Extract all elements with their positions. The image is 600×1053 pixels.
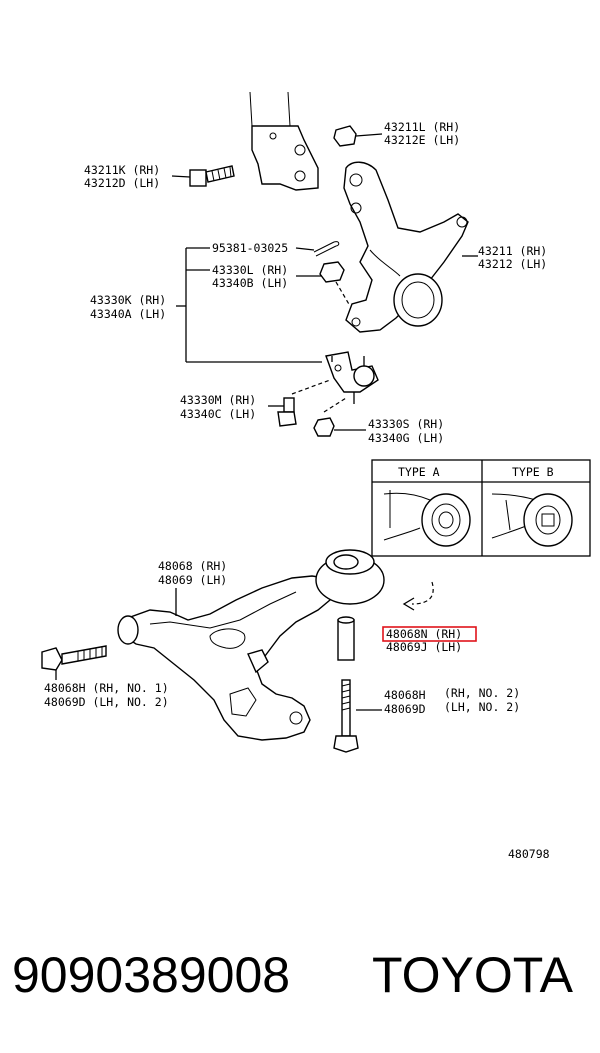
label-48068: 48068 (RH) (158, 559, 227, 573)
callout-labels: 43211L (RH) 43212E (LH) 43211K (RH) 4321… (44, 120, 554, 861)
steering-knuckle-drawing (343, 161, 478, 333)
figure-id: 480798 (508, 847, 550, 861)
label-43211K: 43211K (RH) (84, 163, 160, 177)
collar-48068N-drawing (337, 616, 355, 661)
castle-nut-drawing (319, 261, 351, 307)
label-43330M: 43330M (RH) (180, 393, 256, 407)
label-43211L: 43211L (RH) (384, 120, 460, 134)
bracket-43330K (176, 247, 322, 363)
label-48069: 48069 (LH) (158, 573, 227, 587)
label-48069D-no2: 48069D (384, 702, 426, 716)
label-43330K: 43330K (RH) (90, 293, 166, 307)
footer-part-number: 9090389008 (12, 947, 290, 1003)
bolt-48068H2-drawing (333, 679, 382, 753)
label-43211: 43211 (RH) (478, 244, 547, 258)
label-48068H-no1: 48068H (RH, NO. 1) (44, 681, 169, 695)
nut-43211L-drawing (333, 125, 383, 147)
bolt-43211K-drawing (171, 165, 235, 187)
label-43340B: 43340B (LH) (212, 276, 288, 290)
cotter-pin-drawing (313, 241, 340, 257)
label-95381: 95381-03025 (212, 241, 288, 255)
label-43212: 43212 (LH) (478, 257, 547, 271)
label-type-a: TYPE A (398, 465, 440, 479)
nut-43330S-drawing (313, 397, 366, 437)
ball-joint-drawing (325, 351, 379, 404)
label-43212E: 43212E (LH) (384, 133, 460, 147)
footer-brand: TOYOTA (372, 947, 574, 1003)
bolt-43330M-drawing (268, 379, 331, 427)
bolt-48068H1-drawing (41, 645, 107, 680)
label-43212D: 43212D (LH) (84, 176, 160, 190)
highlight-box-48068N (382, 626, 477, 642)
label-43340C: 43340C (LH) (180, 407, 256, 421)
bushing-type-box (371, 459, 591, 557)
label-43330L: 43330L (RH) (212, 263, 288, 277)
label-48068N: 48068N (RH) (386, 627, 462, 641)
direction-arrow (402, 581, 434, 611)
label-43330S: 43330S (RH) (368, 417, 444, 431)
label-48069J: 48069J (LH) (386, 640, 462, 654)
label-48069D-no2-side: (LH, NO. 2) (444, 700, 520, 714)
label-48068H-no2-side: (RH, NO. 2) (444, 686, 520, 700)
strut-drawing (249, 91, 319, 191)
label-43340A: 43340A (LH) (90, 307, 166, 321)
label-type-b: TYPE B (512, 465, 554, 479)
label-48069D-no1: 48069D (LH, NO. 2) (44, 695, 169, 709)
lower-arm-drawing (117, 549, 385, 741)
label-48068H-no2: 48068H (384, 688, 426, 702)
label-43340G: 43340G (LH) (368, 431, 444, 445)
